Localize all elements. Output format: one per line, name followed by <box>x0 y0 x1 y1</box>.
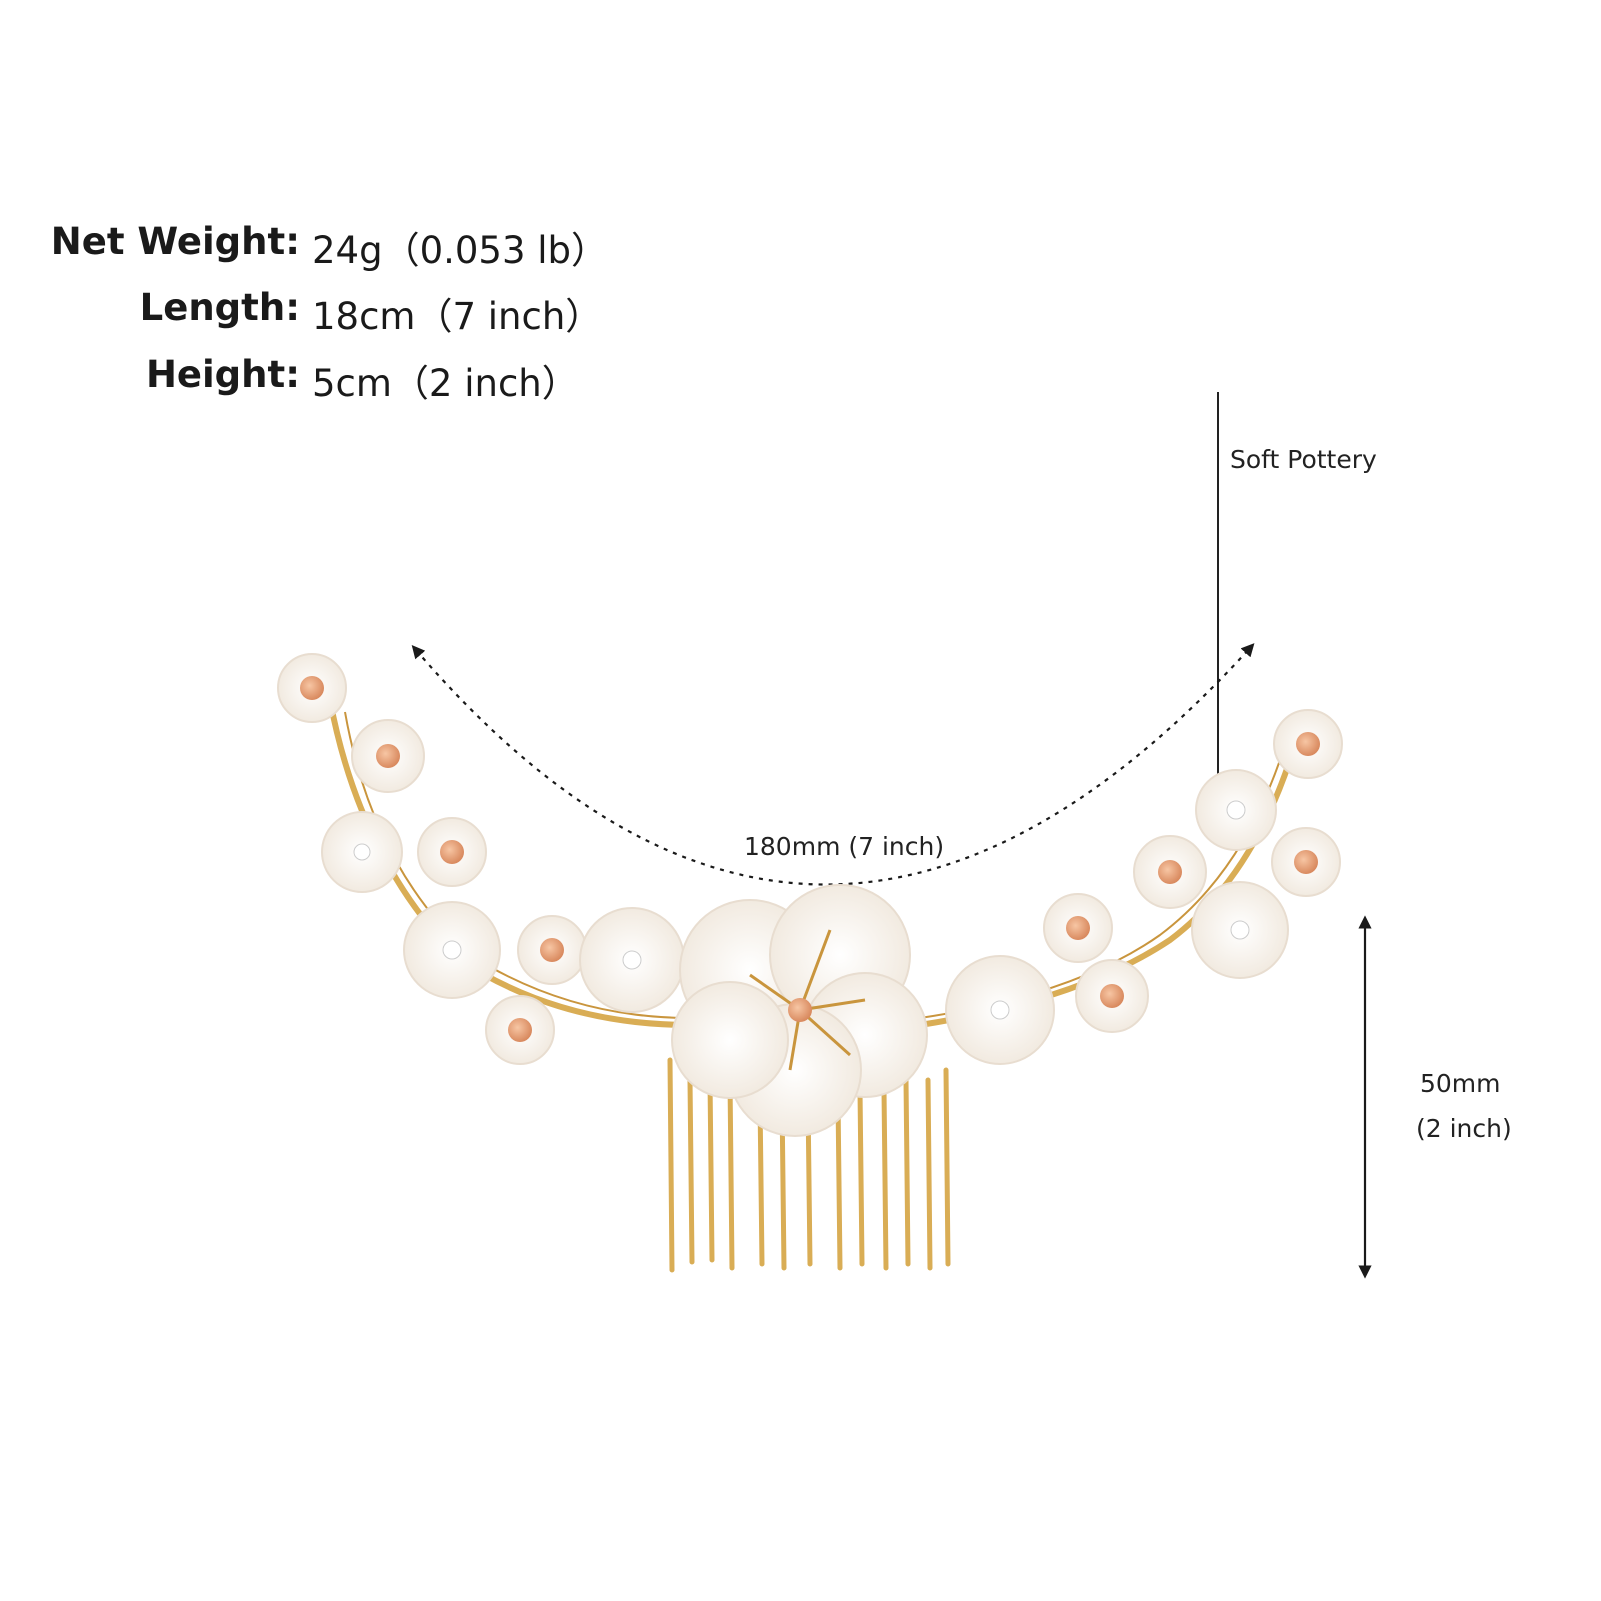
flower-small-4 <box>417 817 487 887</box>
flower-large-center <box>671 884 928 1137</box>
width-dimension-label: 180mm (7 inch) <box>744 832 944 861</box>
flower-small-2 <box>351 719 425 793</box>
flower-small-9 <box>945 955 1055 1065</box>
flower-small-8 <box>579 907 685 1013</box>
spec-height-value: 5cm（2 inch） <box>312 362 579 405</box>
flower-small-12 <box>1133 835 1207 909</box>
flower-small-14 <box>1195 769 1277 851</box>
flower-small-10 <box>1043 893 1113 963</box>
spec-length-label: Length: <box>139 286 300 329</box>
spec-net-weight-label: Net Weight: <box>50 220 300 263</box>
flower-small-11 <box>1075 959 1149 1033</box>
spec-height-label: Height: <box>145 353 300 396</box>
flower-small-15 <box>1271 827 1341 897</box>
flower-small-7 <box>485 995 555 1065</box>
flower-small-1 <box>277 653 347 723</box>
flower-small-16 <box>1273 709 1343 779</box>
flower-small-3 <box>321 811 403 893</box>
flower-small-6 <box>517 915 587 985</box>
height-dimension-label-mm: 50mm <box>1420 1069 1501 1098</box>
flower-small-5 <box>403 901 501 999</box>
spec-length-value: 18cm（7 inch） <box>312 295 603 338</box>
flower-small-13 <box>1191 881 1289 979</box>
height-dimension-label-inch: (2 inch) <box>1416 1114 1512 1143</box>
material-callout-label: Soft Pottery <box>1230 445 1377 474</box>
spec-net-weight-value: 24g（0.053 lb） <box>312 229 609 272</box>
